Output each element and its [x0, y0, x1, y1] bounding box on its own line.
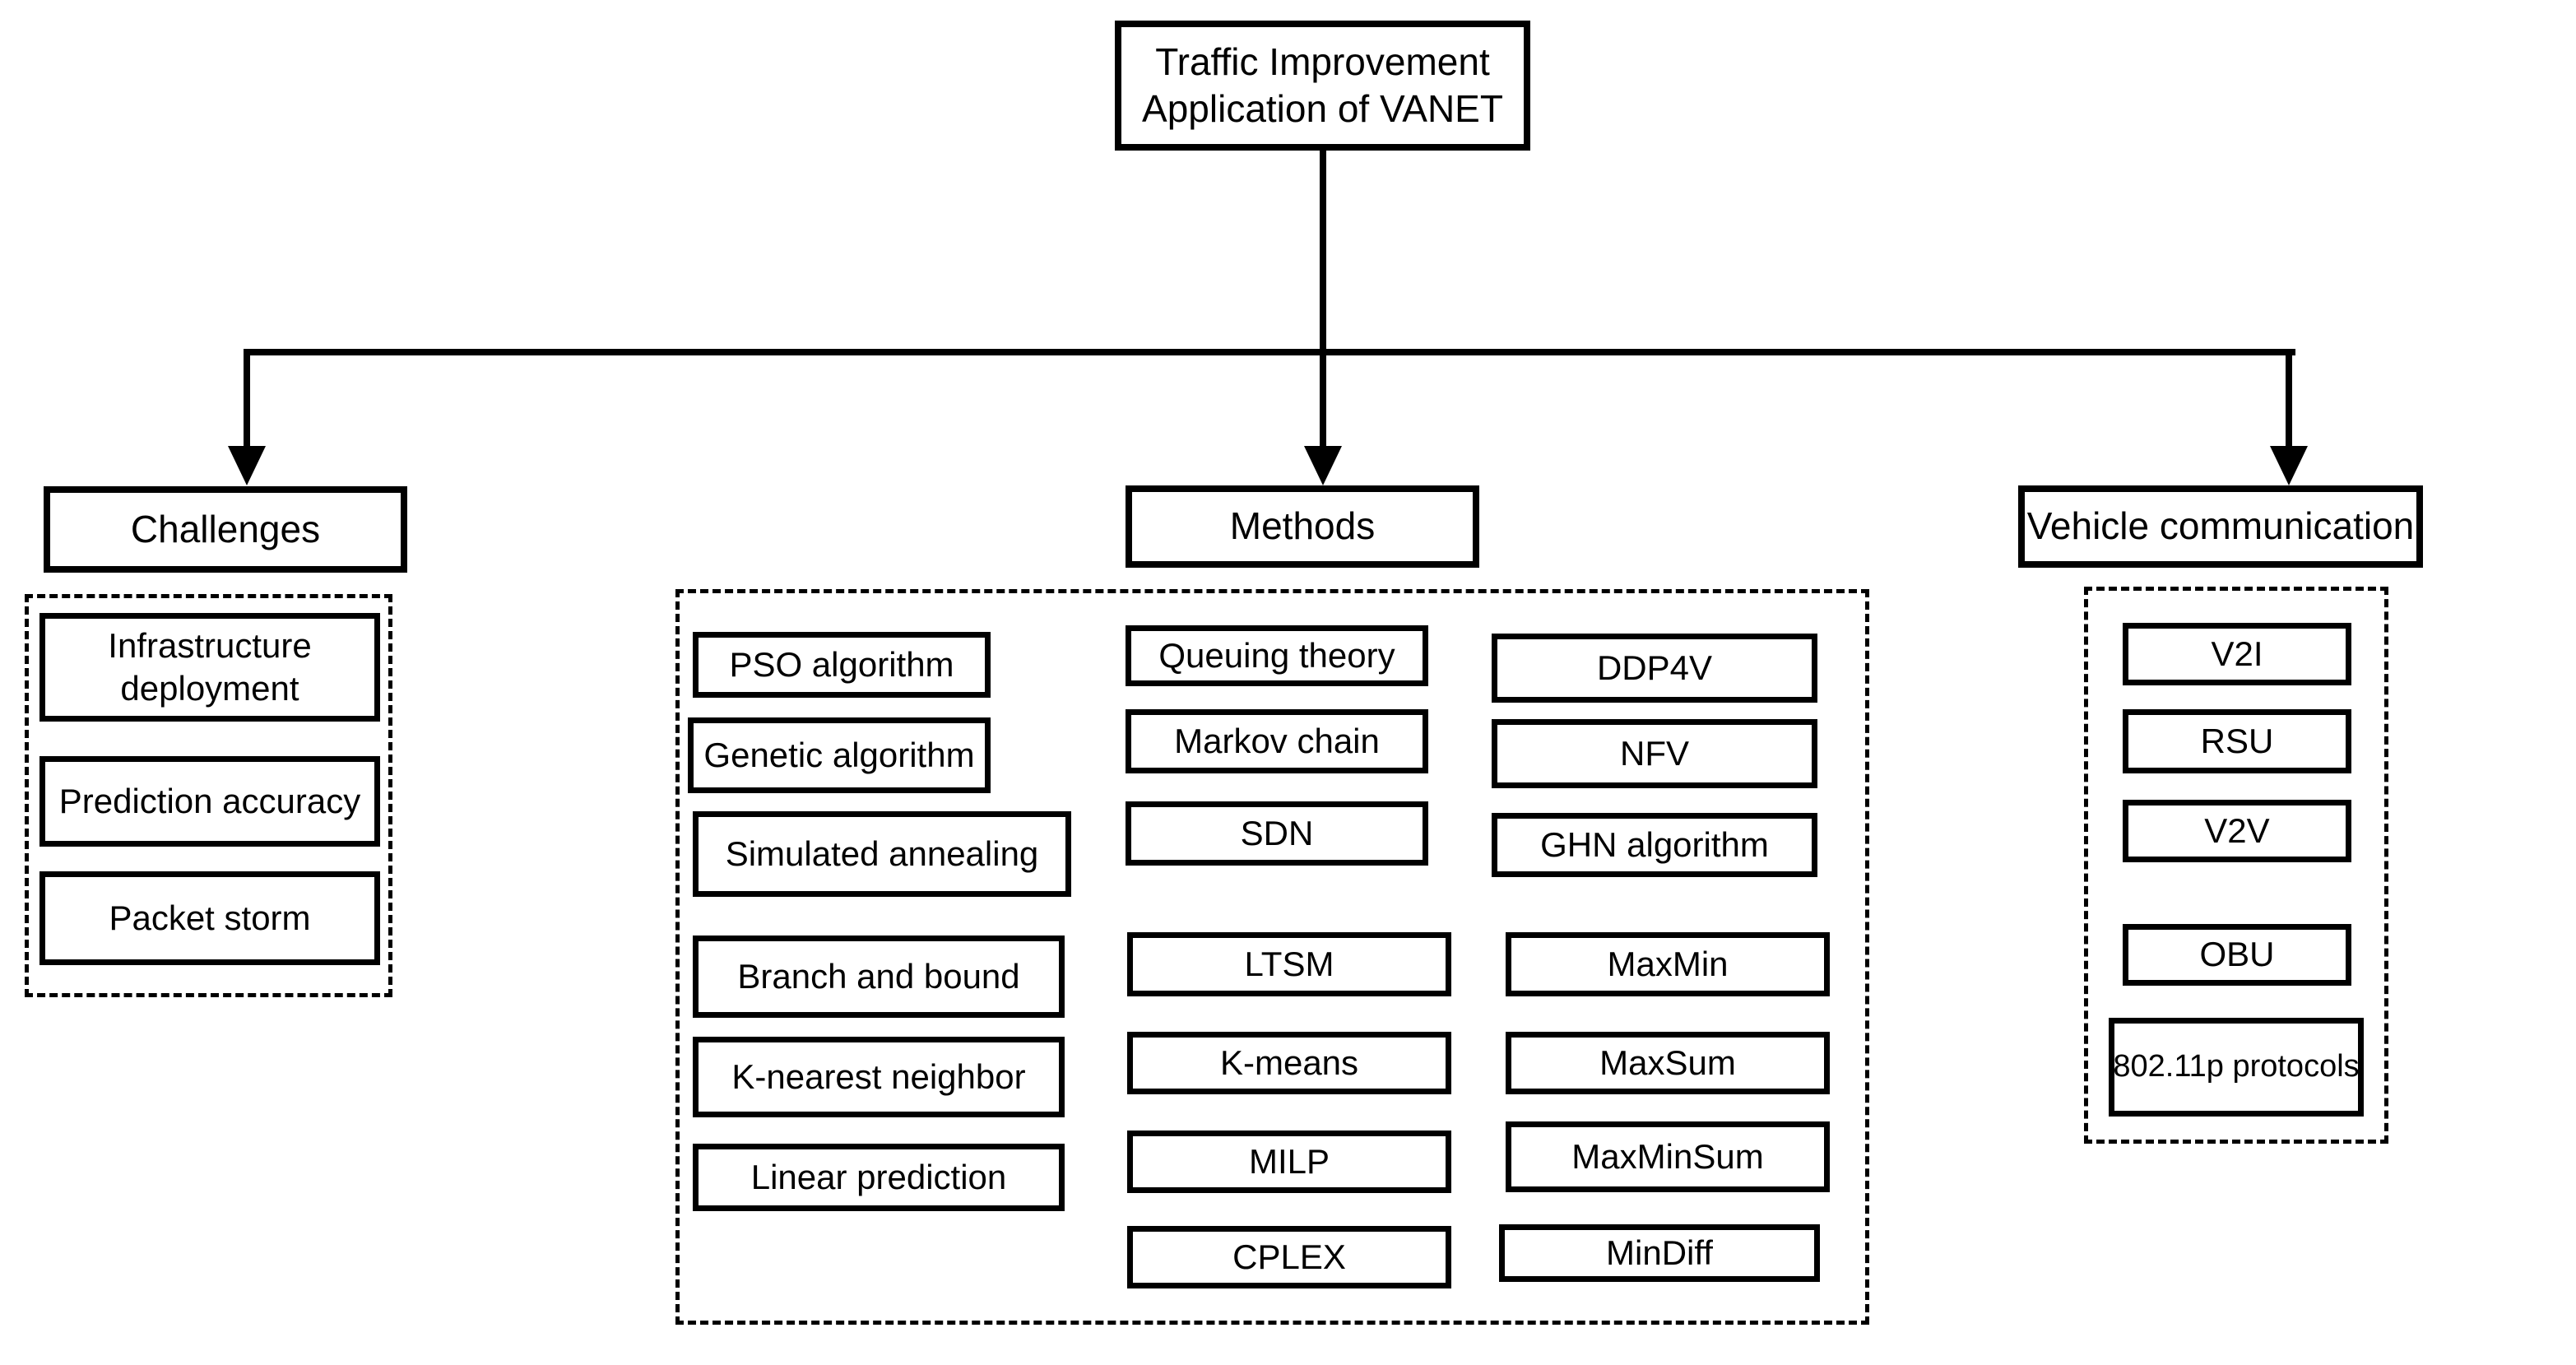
methods-dashed-container — [675, 589, 1869, 1325]
node-maxsum: MaxSum — [1506, 1032, 1830, 1094]
arrowhead-to-challenges-icon — [228, 446, 266, 485]
node-branch-and-bound: Branch and bound — [693, 936, 1065, 1018]
branch-header-methods: Methods — [1126, 485, 1479, 568]
node-label: SDN — [1240, 813, 1314, 852]
node-label: OBU — [2199, 935, 2275, 974]
node-label: Genetic algorithm — [703, 735, 975, 774]
node-prediction-accuracy: Prediction accuracy — [39, 756, 380, 847]
node-v2v: V2V — [2123, 800, 2351, 862]
node-v2i: V2I — [2123, 623, 2351, 685]
node-maxmin: MaxMin — [1506, 932, 1830, 996]
challenges-title-label: Challenges — [130, 507, 321, 550]
branch-header-challenges: Challenges — [44, 486, 407, 573]
node-label: Infrastructure deployment — [108, 625, 312, 708]
node-label: MaxSum — [1599, 1042, 1736, 1082]
node-label: K-nearest neighbor — [731, 1056, 1026, 1096]
node-label: MILP — [1248, 1141, 1330, 1181]
node-ddp4v: DDP4V — [1492, 634, 1817, 703]
node-k-nearest-neighbor: K-nearest neighbor — [693, 1037, 1065, 1117]
node-label: Markov chain — [1174, 721, 1380, 760]
root-label-line2: Application of VANET — [1142, 87, 1503, 130]
node-mindiff: MinDiff — [1499, 1224, 1820, 1282]
node-nfv: NFV — [1492, 719, 1817, 788]
node-label: MaxMinSum — [1571, 1136, 1764, 1176]
arrowhead-to-vehicle-communication-icon — [2270, 446, 2308, 485]
challenges-dashed-container — [25, 594, 392, 997]
node-label: K-means — [1219, 1042, 1359, 1082]
node-infrastructure-deployment: Infrastructure deployment — [39, 613, 380, 722]
node-label: V2I — [2211, 634, 2263, 673]
root-node-traffic-improvement: Traffic Improvement Application of VANET — [1115, 21, 1530, 151]
node-label: 802.11p protocols — [2113, 1049, 2360, 1084]
node-802-11p-protocols: 802.11p protocols — [2109, 1018, 2364, 1117]
node-label: MinDiff — [1606, 1233, 1713, 1272]
node-label: Queuing theory — [1158, 635, 1395, 675]
vehicle-communication-title-label: Vehicle communication — [2026, 504, 2415, 548]
node-queuing-theory: Queuing theory — [1126, 625, 1428, 686]
node-pso-algorithm: PSO algorithm — [693, 632, 991, 698]
vehicle-communication-dashed-container — [2084, 587, 2388, 1144]
node-label: LTSM — [1244, 944, 1334, 983]
connector-root-vertical-line — [1320, 148, 1326, 451]
node-linear-prediction: Linear prediction — [693, 1144, 1065, 1211]
connector-right-vertical-line — [2286, 349, 2292, 451]
node-label: GHN algorithm — [1540, 824, 1769, 864]
node-label: Linear prediction — [750, 1157, 1007, 1196]
connector-left-vertical-line — [244, 349, 250, 451]
node-rsu: RSU — [2123, 709, 2351, 773]
node-label: PSO algorithm — [729, 644, 954, 684]
root-node-label: Traffic Improvement Application of VANET — [1142, 39, 1503, 133]
node-label: Packet storm — [109, 898, 311, 937]
node-label: CPLEX — [1232, 1237, 1346, 1276]
node-ltsm: LTSM — [1127, 932, 1451, 996]
root-label-line1: Traffic Improvement — [1155, 39, 1490, 83]
node-label: V2V — [2204, 810, 2270, 850]
node-label: NFV — [1620, 733, 1689, 773]
node-sdn: SDN — [1126, 801, 1428, 866]
node-label: Prediction accuracy — [58, 781, 361, 820]
node-genetic-algorithm: Genetic algorithm — [688, 717, 991, 793]
node-label: Branch and bound — [737, 956, 1020, 996]
node-label: RSU — [2200, 721, 2274, 760]
arrowhead-to-methods-icon — [1304, 446, 1342, 485]
node-obu: OBU — [2123, 924, 2351, 986]
node-label: DDP4V — [1596, 648, 1713, 687]
node-label: MaxMin — [1607, 944, 1729, 983]
node-milp: MILP — [1127, 1131, 1451, 1193]
node-simulated-annealing: Simulated annealing — [693, 811, 1071, 897]
node-label: Simulated annealing — [725, 833, 1039, 873]
node-markov-chain: Markov chain — [1126, 709, 1428, 773]
node-cplex: CPLEX — [1127, 1226, 1451, 1288]
node-ghn-algorithm: GHN algorithm — [1492, 813, 1817, 877]
node-maxminsum: MaxMinSum — [1506, 1121, 1830, 1192]
connector-horizontal-line — [247, 349, 2295, 355]
node-packet-storm: Packet storm — [39, 871, 380, 965]
branch-header-vehicle-communication: Vehicle communication — [2018, 485, 2423, 568]
methods-title-label: Methods — [1229, 504, 1376, 548]
node-k-means: K-means — [1127, 1032, 1451, 1094]
